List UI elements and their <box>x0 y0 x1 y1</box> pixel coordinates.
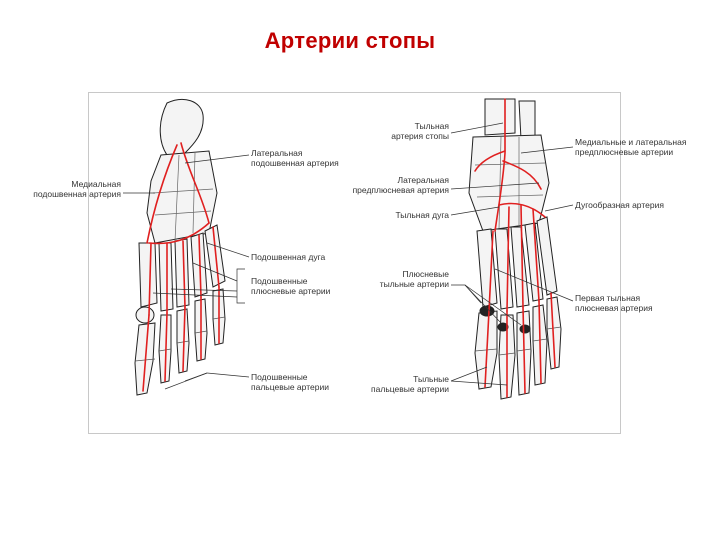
label-plantar-digital-arteries: Подошвенные пальцевые артерии <box>251 372 329 392</box>
diagram-frame: Латеральная подошвенная артерия Медиальн… <box>88 92 621 434</box>
label-lateral-tarsal-artery: Латеральная предплюсневая артерия <box>341 175 449 195</box>
fibula-bone <box>519 101 535 139</box>
label-dorsal-digital-arteries: Тыльные пальцевые артерии <box>351 374 449 394</box>
label-dorsal-metatarsal-arteries: Плюсневые тыльные артерии <box>351 269 449 289</box>
label-medial-lateral-tarsal-arteries: Медиальные и латеральная предплюсневые а… <box>575 137 686 157</box>
label-first-dorsal-metatarsal-artery: Первая тыльная плюсневая артерия <box>575 293 653 313</box>
label-dorsalis-pedis-artery: Тыльная артерия стопы <box>351 121 449 141</box>
label-plantar-arch: Подошвенная дуга <box>251 252 325 262</box>
metatarsal-5 <box>205 225 225 287</box>
label-dorsal-arch: Тыльная дуга <box>351 210 449 220</box>
dorsal-foot-figure <box>469 99 561 399</box>
metatarsal-1 <box>139 243 157 307</box>
metatarsal-3 <box>175 239 189 307</box>
plantar-foot-figure <box>135 99 225 395</box>
metatarsal-2 <box>159 243 173 311</box>
tibia-bone <box>485 99 515 135</box>
label-plantar-metatarsal-arteries: Подошвенные плюсневые артерии <box>251 276 330 296</box>
label-arcuate-artery: Дугообразная артерия <box>575 200 664 210</box>
label-lateral-plantar-artery: Латеральная подошвенная артерия <box>251 148 339 168</box>
label-medial-plantar-artery: Медиальная подошвенная артерия <box>29 179 121 199</box>
dorsal-metatarsal-2 <box>495 229 513 309</box>
slide-title: Артерии стопы <box>0 28 700 54</box>
